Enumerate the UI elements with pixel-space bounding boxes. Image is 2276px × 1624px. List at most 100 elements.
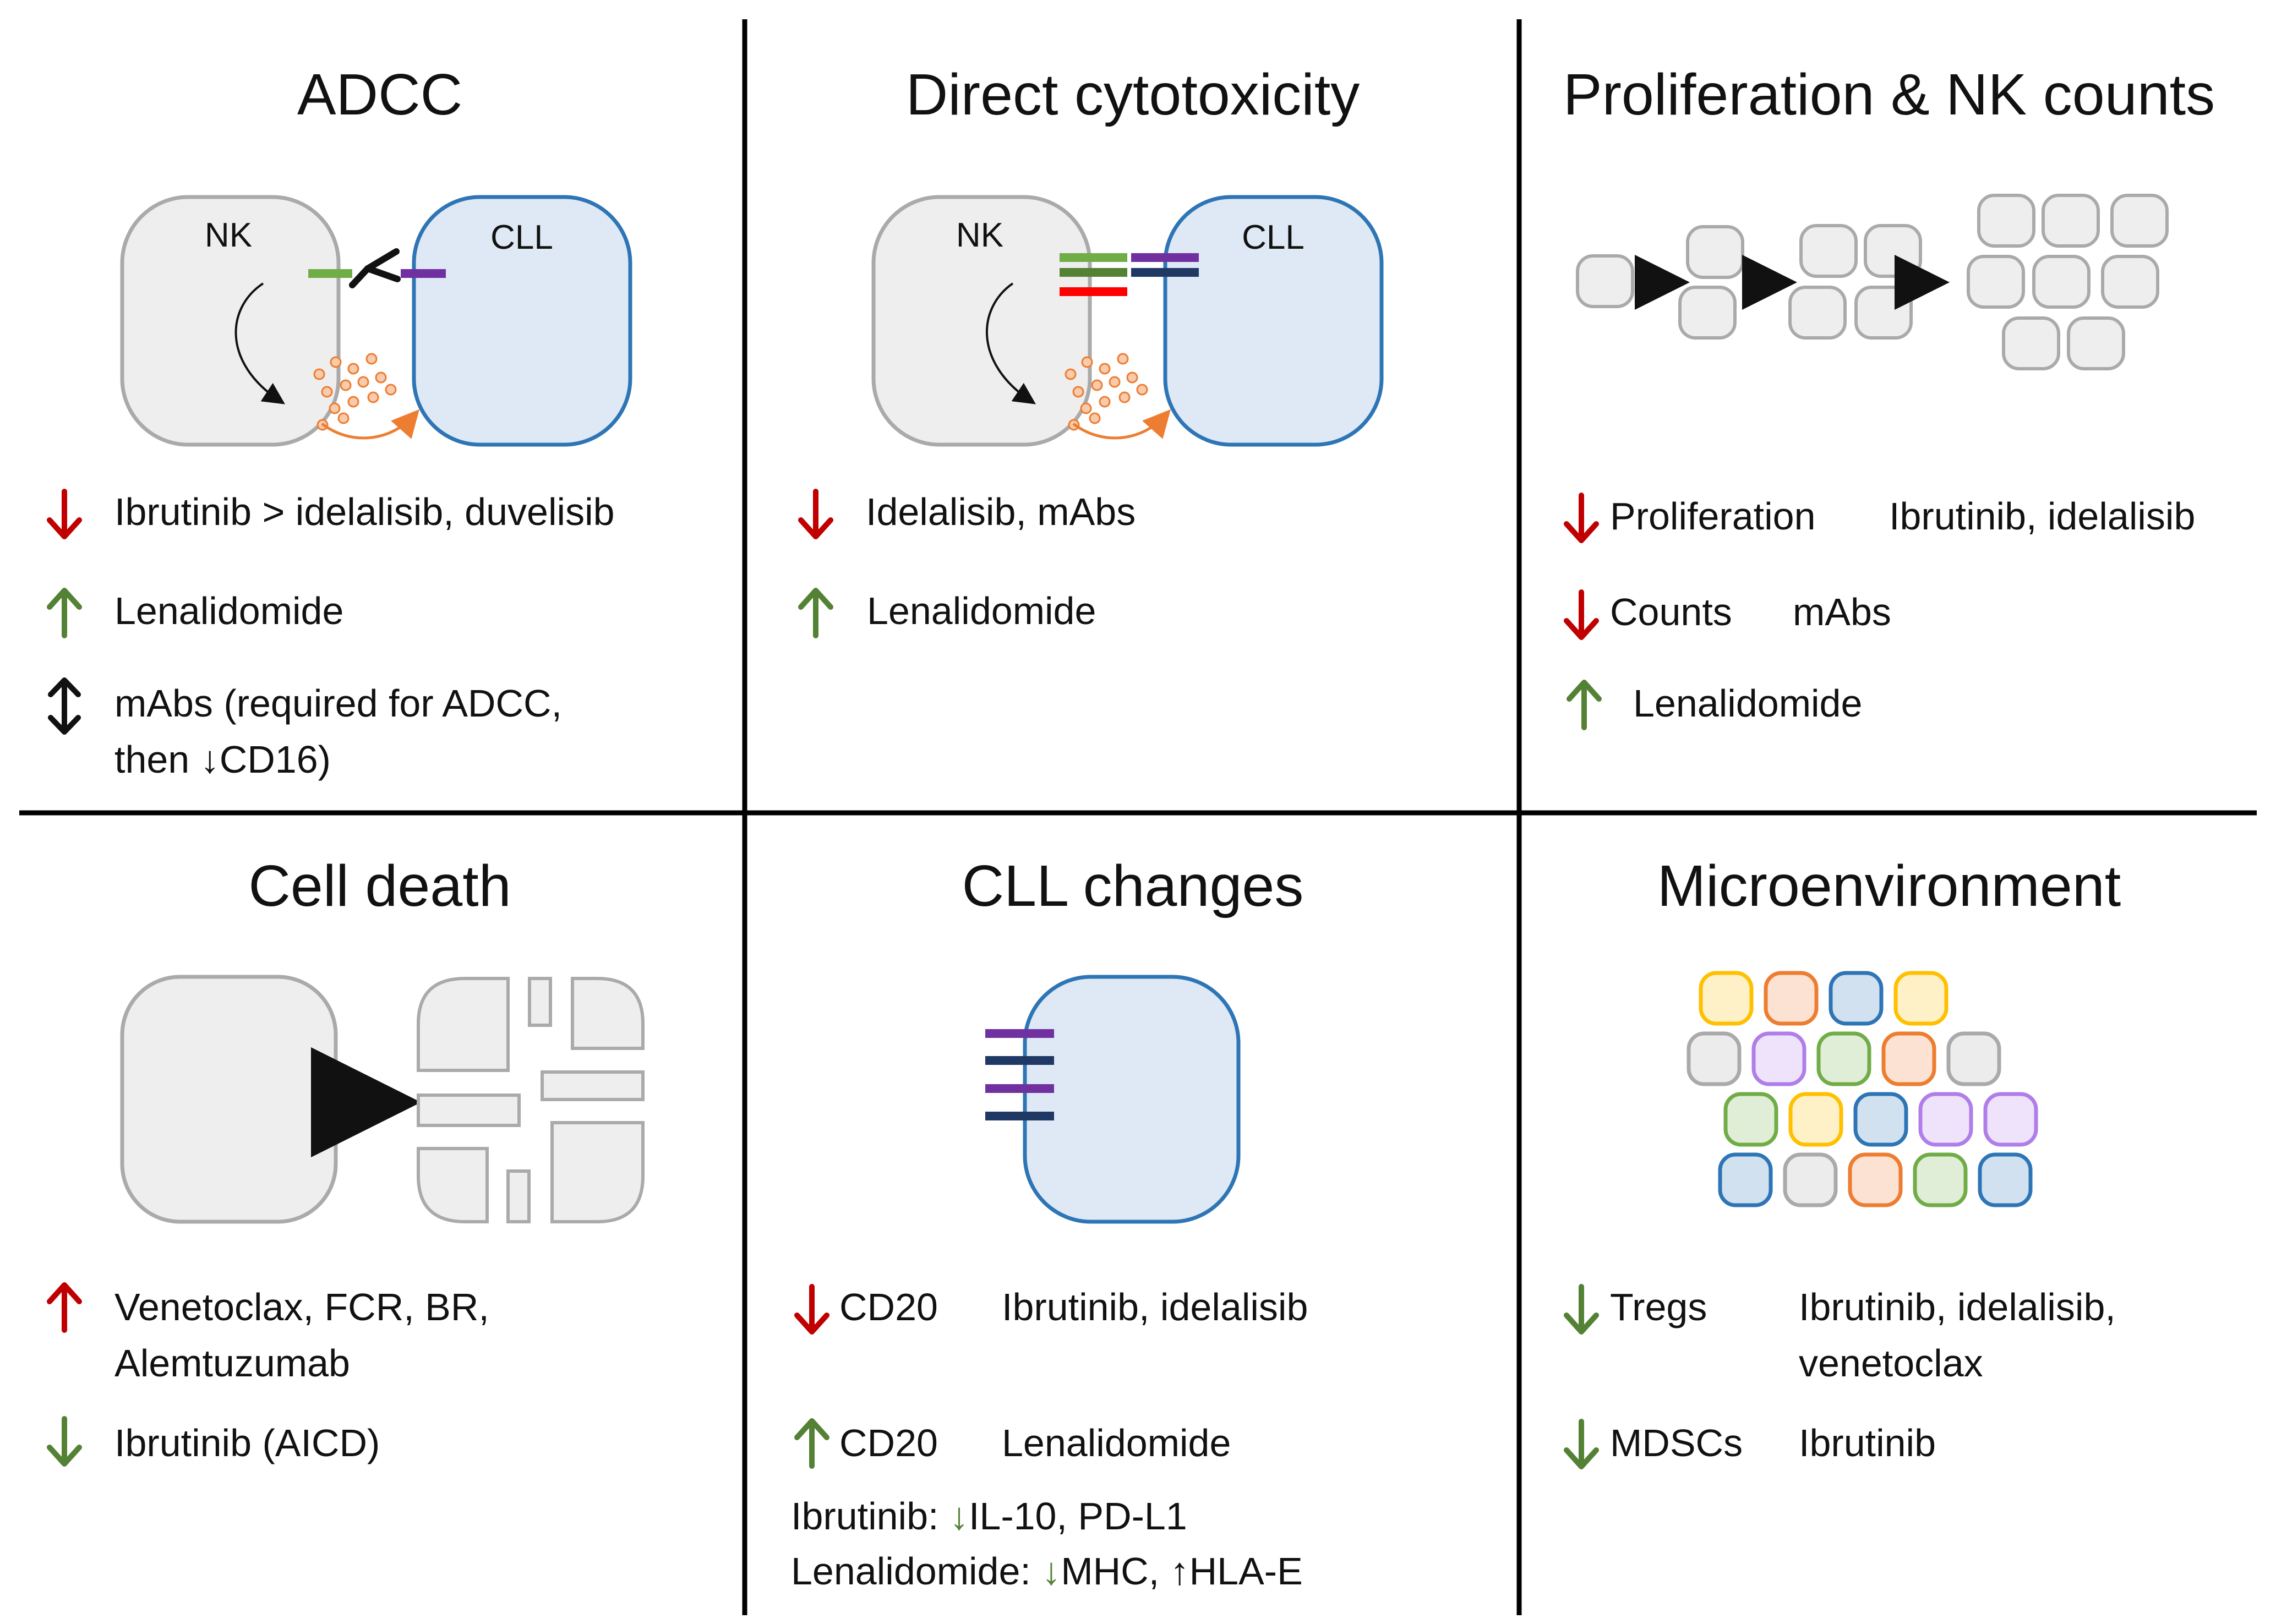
immune-cell bbox=[1751, 1031, 1806, 1086]
granule bbox=[337, 412, 350, 424]
microenvironment-diagram bbox=[1686, 971, 2038, 1207]
fragment-top-left bbox=[417, 977, 510, 1072]
granule-release-arrow bbox=[321, 409, 419, 440]
down-red-arrow bbox=[47, 489, 82, 539]
granule bbox=[330, 356, 342, 368]
effect-label: MDSCs bbox=[1610, 1421, 1743, 1464]
granule bbox=[329, 402, 341, 414]
effect-text: Lenalidomide bbox=[114, 589, 344, 632]
down-arrow-glyph: ↓ bbox=[200, 738, 220, 781]
granule bbox=[1089, 412, 1101, 424]
effect-text: Ibrutinib, idelalisib bbox=[1002, 1286, 1308, 1328]
granule bbox=[1099, 396, 1111, 408]
panel-title-microenvironment: Microenvironment bbox=[1657, 854, 2121, 918]
nk-cell-small bbox=[2101, 255, 2159, 309]
down-red-arrow bbox=[1564, 493, 1599, 543]
fragment-mid-left bbox=[417, 1093, 521, 1127]
nk-cell-label: NK bbox=[956, 216, 1004, 254]
proliferation-diagram bbox=[1576, 194, 2169, 370]
nk-cell-small bbox=[1864, 224, 1922, 278]
effect-label: CD20 bbox=[839, 1286, 938, 1328]
nk-cell-small bbox=[1788, 286, 1847, 340]
immune-cell bbox=[1816, 1031, 1871, 1086]
granule bbox=[357, 376, 369, 388]
nk-cell-small bbox=[2042, 194, 2100, 248]
granule bbox=[313, 368, 325, 380]
immune-cell bbox=[1788, 1092, 1843, 1147]
fragment-top-right bbox=[571, 977, 645, 1050]
immune-cell bbox=[1978, 1152, 2033, 1207]
nk-cell-small bbox=[2032, 255, 2091, 309]
fragment-mid-right bbox=[541, 1070, 645, 1101]
down-green-arrow bbox=[1564, 1419, 1599, 1469]
immune-cell bbox=[1783, 1152, 1838, 1207]
granule bbox=[1136, 384, 1148, 396]
immune-cell bbox=[1764, 971, 1819, 1026]
cll-cell bbox=[412, 195, 632, 447]
fragment-bottom-sliver bbox=[506, 1169, 531, 1223]
down-red-arrow bbox=[1564, 589, 1599, 640]
immune-cell bbox=[1983, 1092, 2038, 1147]
cll-cell bbox=[1163, 195, 1384, 447]
effect-text: Ibrutinib bbox=[1799, 1421, 1936, 1464]
immune-cell bbox=[1881, 1031, 1936, 1086]
note-ibrutinib: Ibrutinib: ↓IL-10, PD-L1 bbox=[791, 1495, 1187, 1538]
effect-text: Ibrutinib > idelalisib, duvelisib bbox=[114, 490, 615, 533]
cll-cell-label: CLL bbox=[490, 218, 553, 256]
up-green-arrow bbox=[47, 588, 82, 638]
cell-fragments bbox=[417, 977, 645, 1223]
panel-title-proliferation: Proliferation & NK counts bbox=[1563, 62, 2215, 127]
nk-cell-small bbox=[1576, 254, 1634, 308]
effect-text: Ibrutinib, idelalisib, bbox=[1799, 1286, 2116, 1328]
effect-label: Proliferation bbox=[1610, 495, 1816, 538]
effect-text: Venetoclax, FCR, BR, bbox=[114, 1286, 489, 1328]
fragment-top-sliver bbox=[528, 977, 552, 1027]
effect-text-line2: Alemtuzumab bbox=[114, 1342, 350, 1385]
effect-text: Idelalisib, mAbs bbox=[866, 490, 1136, 533]
fragment-bottom-right bbox=[550, 1121, 645, 1223]
effect-text: Ibrutinib (AICD) bbox=[114, 1421, 380, 1464]
panel-title-cll-changes: CLL changes bbox=[962, 854, 1304, 918]
up-green-arrow bbox=[1567, 680, 1602, 730]
effect-label: CD20 bbox=[839, 1421, 938, 1464]
effect-label: Counts bbox=[1610, 590, 1732, 633]
granule bbox=[1091, 379, 1103, 391]
nk-cell-small bbox=[1977, 194, 2035, 248]
panel-title-direct-cytotoxicity: Direct cytotoxicity bbox=[905, 62, 1360, 127]
nk-cell-label: NK bbox=[204, 216, 253, 254]
degranulation-arrow bbox=[986, 282, 1036, 404]
cell-death-diagram bbox=[120, 975, 645, 1224]
nk-cell-small bbox=[2110, 194, 2169, 248]
granule bbox=[1109, 376, 1121, 388]
granules bbox=[313, 353, 397, 431]
nk-cell bbox=[120, 195, 341, 447]
immune-cell bbox=[1686, 1031, 1742, 1086]
immune-cell bbox=[1699, 971, 1754, 1026]
immune-cell bbox=[1848, 1152, 1903, 1207]
granule bbox=[1080, 402, 1092, 414]
granule bbox=[1099, 363, 1111, 375]
nk-cell-small bbox=[1686, 225, 1744, 279]
up-red-arrow bbox=[47, 1282, 82, 1333]
immune-cell bbox=[1853, 1092, 1908, 1147]
nk-cell-small bbox=[1678, 286, 1737, 340]
cll-cell bbox=[1023, 975, 1241, 1224]
updown-black-arrow bbox=[48, 677, 81, 735]
granule bbox=[1065, 368, 1077, 380]
granule bbox=[1126, 371, 1138, 384]
immune-cell bbox=[1829, 971, 1884, 1026]
fragment-bottom-left bbox=[417, 1147, 489, 1223]
immune-cell bbox=[1893, 971, 1948, 1026]
down-arrow-glyph: ↓ bbox=[949, 1495, 969, 1538]
granule bbox=[1117, 353, 1129, 365]
down-red-arrow bbox=[798, 489, 833, 539]
nk-cell bbox=[871, 195, 1092, 447]
immune-cell bbox=[1913, 1152, 1968, 1207]
down-red-arrow bbox=[794, 1284, 829, 1335]
granule bbox=[365, 353, 378, 365]
granule bbox=[1081, 356, 1093, 368]
effect-text: Lenalidomide bbox=[1002, 1421, 1231, 1464]
granule bbox=[385, 384, 397, 396]
effect-label: Tregs bbox=[1610, 1286, 1707, 1328]
